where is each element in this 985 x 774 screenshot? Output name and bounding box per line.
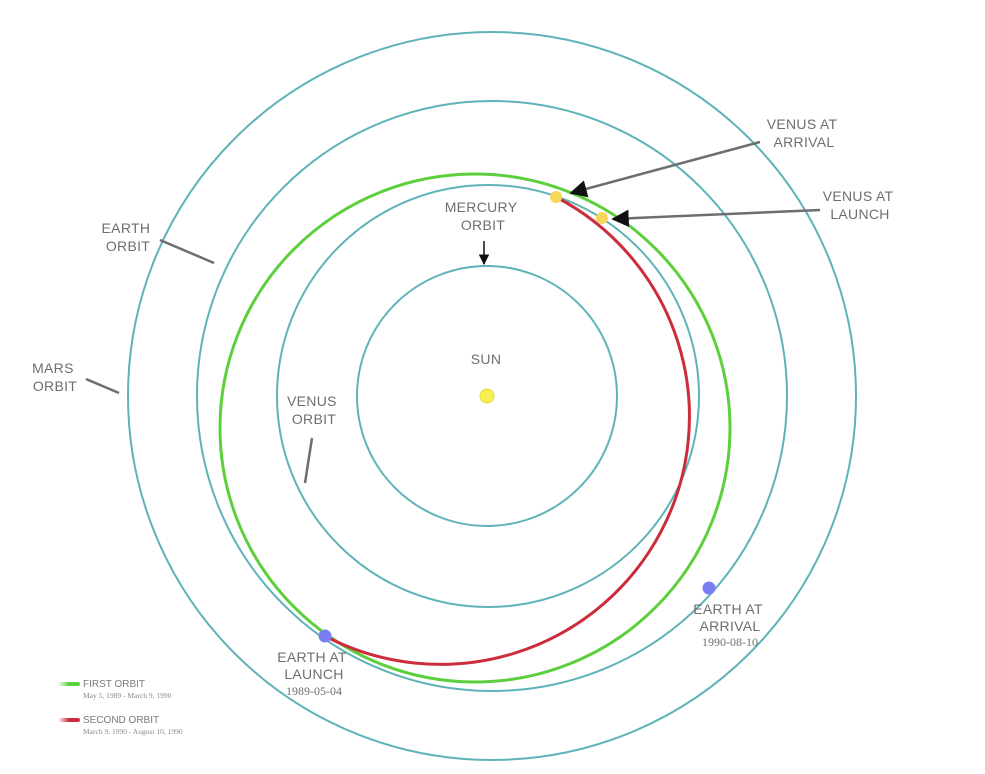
venus-launch-arrow — [611, 208, 821, 228]
sun-label: SUN — [471, 351, 501, 367]
mars-orbit-pointer — [85, 377, 120, 395]
legend-item-second-orbit: SECOND ORBIT March 9, 1990 - August 10, … — [58, 715, 183, 736]
second-orbit-path — [324, 195, 691, 666]
legend-title-first-orbit: FIRST ORBIT — [83, 679, 145, 690]
mercury-orbit-label-line2: ORBIT — [461, 217, 505, 233]
venus-at-launch-label: VENUS AT LAUNCH — [823, 188, 898, 222]
earth-orbit-pointer — [159, 238, 215, 265]
earth-at-arrival-label-line1: EARTH AT — [693, 601, 763, 617]
legend-sub-first-orbit: May 5, 1989 - March 9, 1990 — [83, 691, 172, 700]
sun — [479, 388, 495, 404]
venus-at-arrival-label-line1: VENUS AT — [767, 116, 838, 132]
venus-arrival-arrow — [569, 140, 761, 198]
venus-at-launch-label-line1: VENUS AT — [823, 188, 894, 204]
earth-at-arrival-date: 1990-08-10 — [702, 635, 758, 649]
mercury-orbit-label: MERCURY ORBIT — [445, 199, 522, 233]
earth-orbit-label-line1: EARTH — [102, 220, 151, 236]
earth-orbit — [196, 100, 788, 692]
venus-orbit-label-line1: VENUS — [287, 393, 337, 409]
earth-at-launch-date: 1989-05-04 — [286, 684, 342, 698]
earth-at-launch-label-line2: LAUNCH — [284, 666, 343, 682]
venus-orbit-pointer — [303, 437, 314, 484]
mars-orbit-label-line1: MARS — [32, 360, 74, 376]
earth-at-arrival-marker — [702, 581, 716, 595]
venus-at-launch-marker — [596, 212, 608, 224]
legend-sub-second-orbit: March 9, 1990 - August 10, 1990 — [83, 727, 183, 736]
earth-at-launch-marker — [318, 629, 332, 643]
mars-orbit-label-line2: ORBIT — [33, 378, 77, 394]
mercury-orbit-label-line1: MERCURY — [445, 199, 518, 215]
mercury-orbit — [356, 265, 618, 527]
venus-at-launch-label-line2: LAUNCH — [830, 206, 889, 222]
first-orbit-path — [218, 172, 732, 684]
venus-orbit-label: VENUS ORBIT — [287, 393, 341, 427]
mars-orbit — [127, 31, 857, 761]
venus-at-arrival-label-line2: ARRIVAL — [774, 134, 835, 150]
venus-at-arrival-label: VENUS AT ARRIVAL — [767, 116, 842, 150]
earth-at-launch-label: EARTH AT LAUNCH — [277, 649, 351, 682]
legend-title-second-orbit: SECOND ORBIT — [83, 715, 159, 726]
legend: FIRST ORBIT May 5, 1989 - March 9, 1990 … — [58, 679, 183, 736]
earth-at-arrival-label: EARTH AT ARRIVAL — [693, 601, 767, 634]
earth-orbit-label: EARTH ORBIT — [102, 220, 155, 254]
legend-swatch-first-orbit — [58, 682, 80, 686]
earth-at-arrival-label-line2: ARRIVAL — [700, 618, 761, 634]
venus-orbit-label-line2: ORBIT — [292, 411, 336, 427]
venus-orbit — [276, 184, 700, 608]
earth-orbit-label-line2: ORBIT — [106, 238, 150, 254]
legend-swatch-second-orbit — [58, 718, 80, 722]
earth-at-launch-label-line1: EARTH AT — [277, 649, 347, 665]
venus-at-arrival-marker — [550, 191, 562, 203]
legend-item-first-orbit: FIRST ORBIT May 5, 1989 - March 9, 1990 — [58, 679, 172, 700]
mars-orbit-label: MARS ORBIT — [32, 360, 78, 394]
